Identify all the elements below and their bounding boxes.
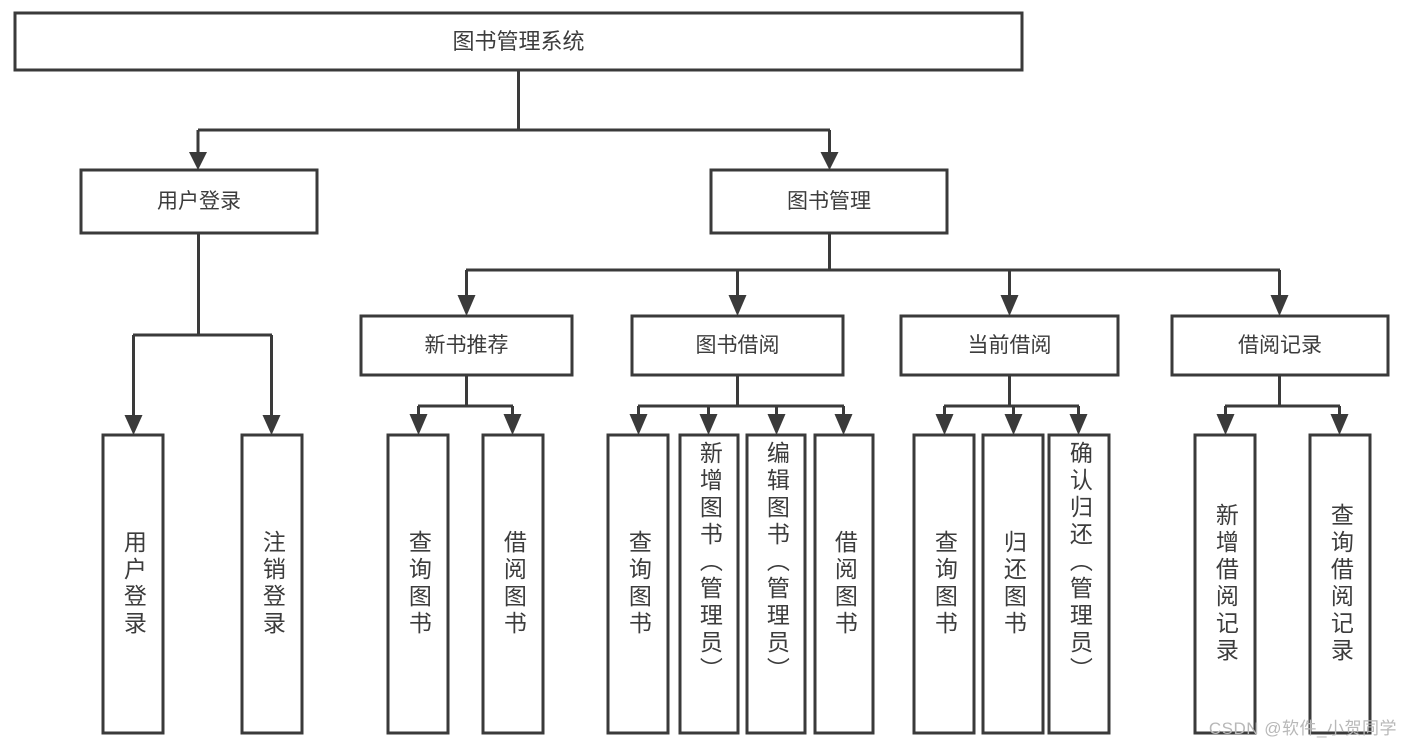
leaf-box-add-book[interactable] [678,433,740,735]
node-root-box[interactable] [13,11,1024,72]
node-borrow-record[interactable]: 借阅记录 [1170,314,1390,377]
leaf-box-query-book-1[interactable] [386,433,450,735]
node-user-login-box[interactable] [79,168,319,235]
leaf-boxes [101,433,1372,735]
edge-bookmanage-to-level3 [457,233,1289,316]
node-borrow-record-box[interactable] [1170,314,1390,377]
node-book-borrow-label: 图书借阅 [696,334,780,357]
leaf-box-borrow-book-1[interactable] [481,433,545,735]
leaf-box-edit-book[interactable] [745,433,807,735]
node-new-book-rec[interactable]: 新书推荐 [359,314,574,377]
node-current-borrow[interactable]: 当前借阅 [899,314,1120,377]
leaf-box-query-book-3[interactable] [912,433,976,735]
edge-currentborrow-to-leaves [935,375,1088,435]
node-book-manage-box[interactable] [709,168,949,235]
leaf-box-logout[interactable] [240,433,304,735]
leaf-box-confirm-return[interactable] [1047,433,1111,735]
leaf-box-borrow-book-2[interactable] [813,433,875,735]
node-book-borrow-box[interactable] [630,314,845,377]
leaf-box-return-book[interactable] [981,433,1045,735]
node-new-book-rec-box[interactable] [359,314,574,377]
edge-userlogin-to-leaves [124,233,281,435]
leaf-box-query-book-2[interactable] [606,433,670,735]
node-root[interactable]: 图书管理系统 [13,11,1024,72]
edge-bookborrow-to-leaves [629,375,853,435]
leaf-box-query-record[interactable] [1308,433,1372,735]
edge-newbookrec-to-leaves [409,375,522,435]
node-book-manage-label: 图书管理 [787,190,871,213]
csdn-watermark: CSDN @软件_小贺同学 [1208,719,1397,738]
edge-borrowrecord-to-leaves [1216,375,1349,435]
node-current-borrow-label: 当前借阅 [968,334,1052,357]
node-book-manage[interactable]: 图书管理 [709,168,949,235]
leaf-box-add-record[interactable] [1193,433,1257,735]
node-current-borrow-box[interactable] [899,314,1120,377]
node-user-login-label: 用户登录 [157,190,241,213]
node-new-book-rec-label: 新书推荐 [425,334,509,357]
node-borrow-record-label: 借阅记录 [1238,334,1322,357]
node-book-borrow[interactable]: 图书借阅 [630,314,845,377]
node-root-label: 图书管理系统 [452,29,584,54]
edge-root-to-level2 [189,70,839,170]
node-user-login[interactable]: 用户登录 [79,168,319,235]
leaf-box-user-login[interactable] [101,433,165,735]
